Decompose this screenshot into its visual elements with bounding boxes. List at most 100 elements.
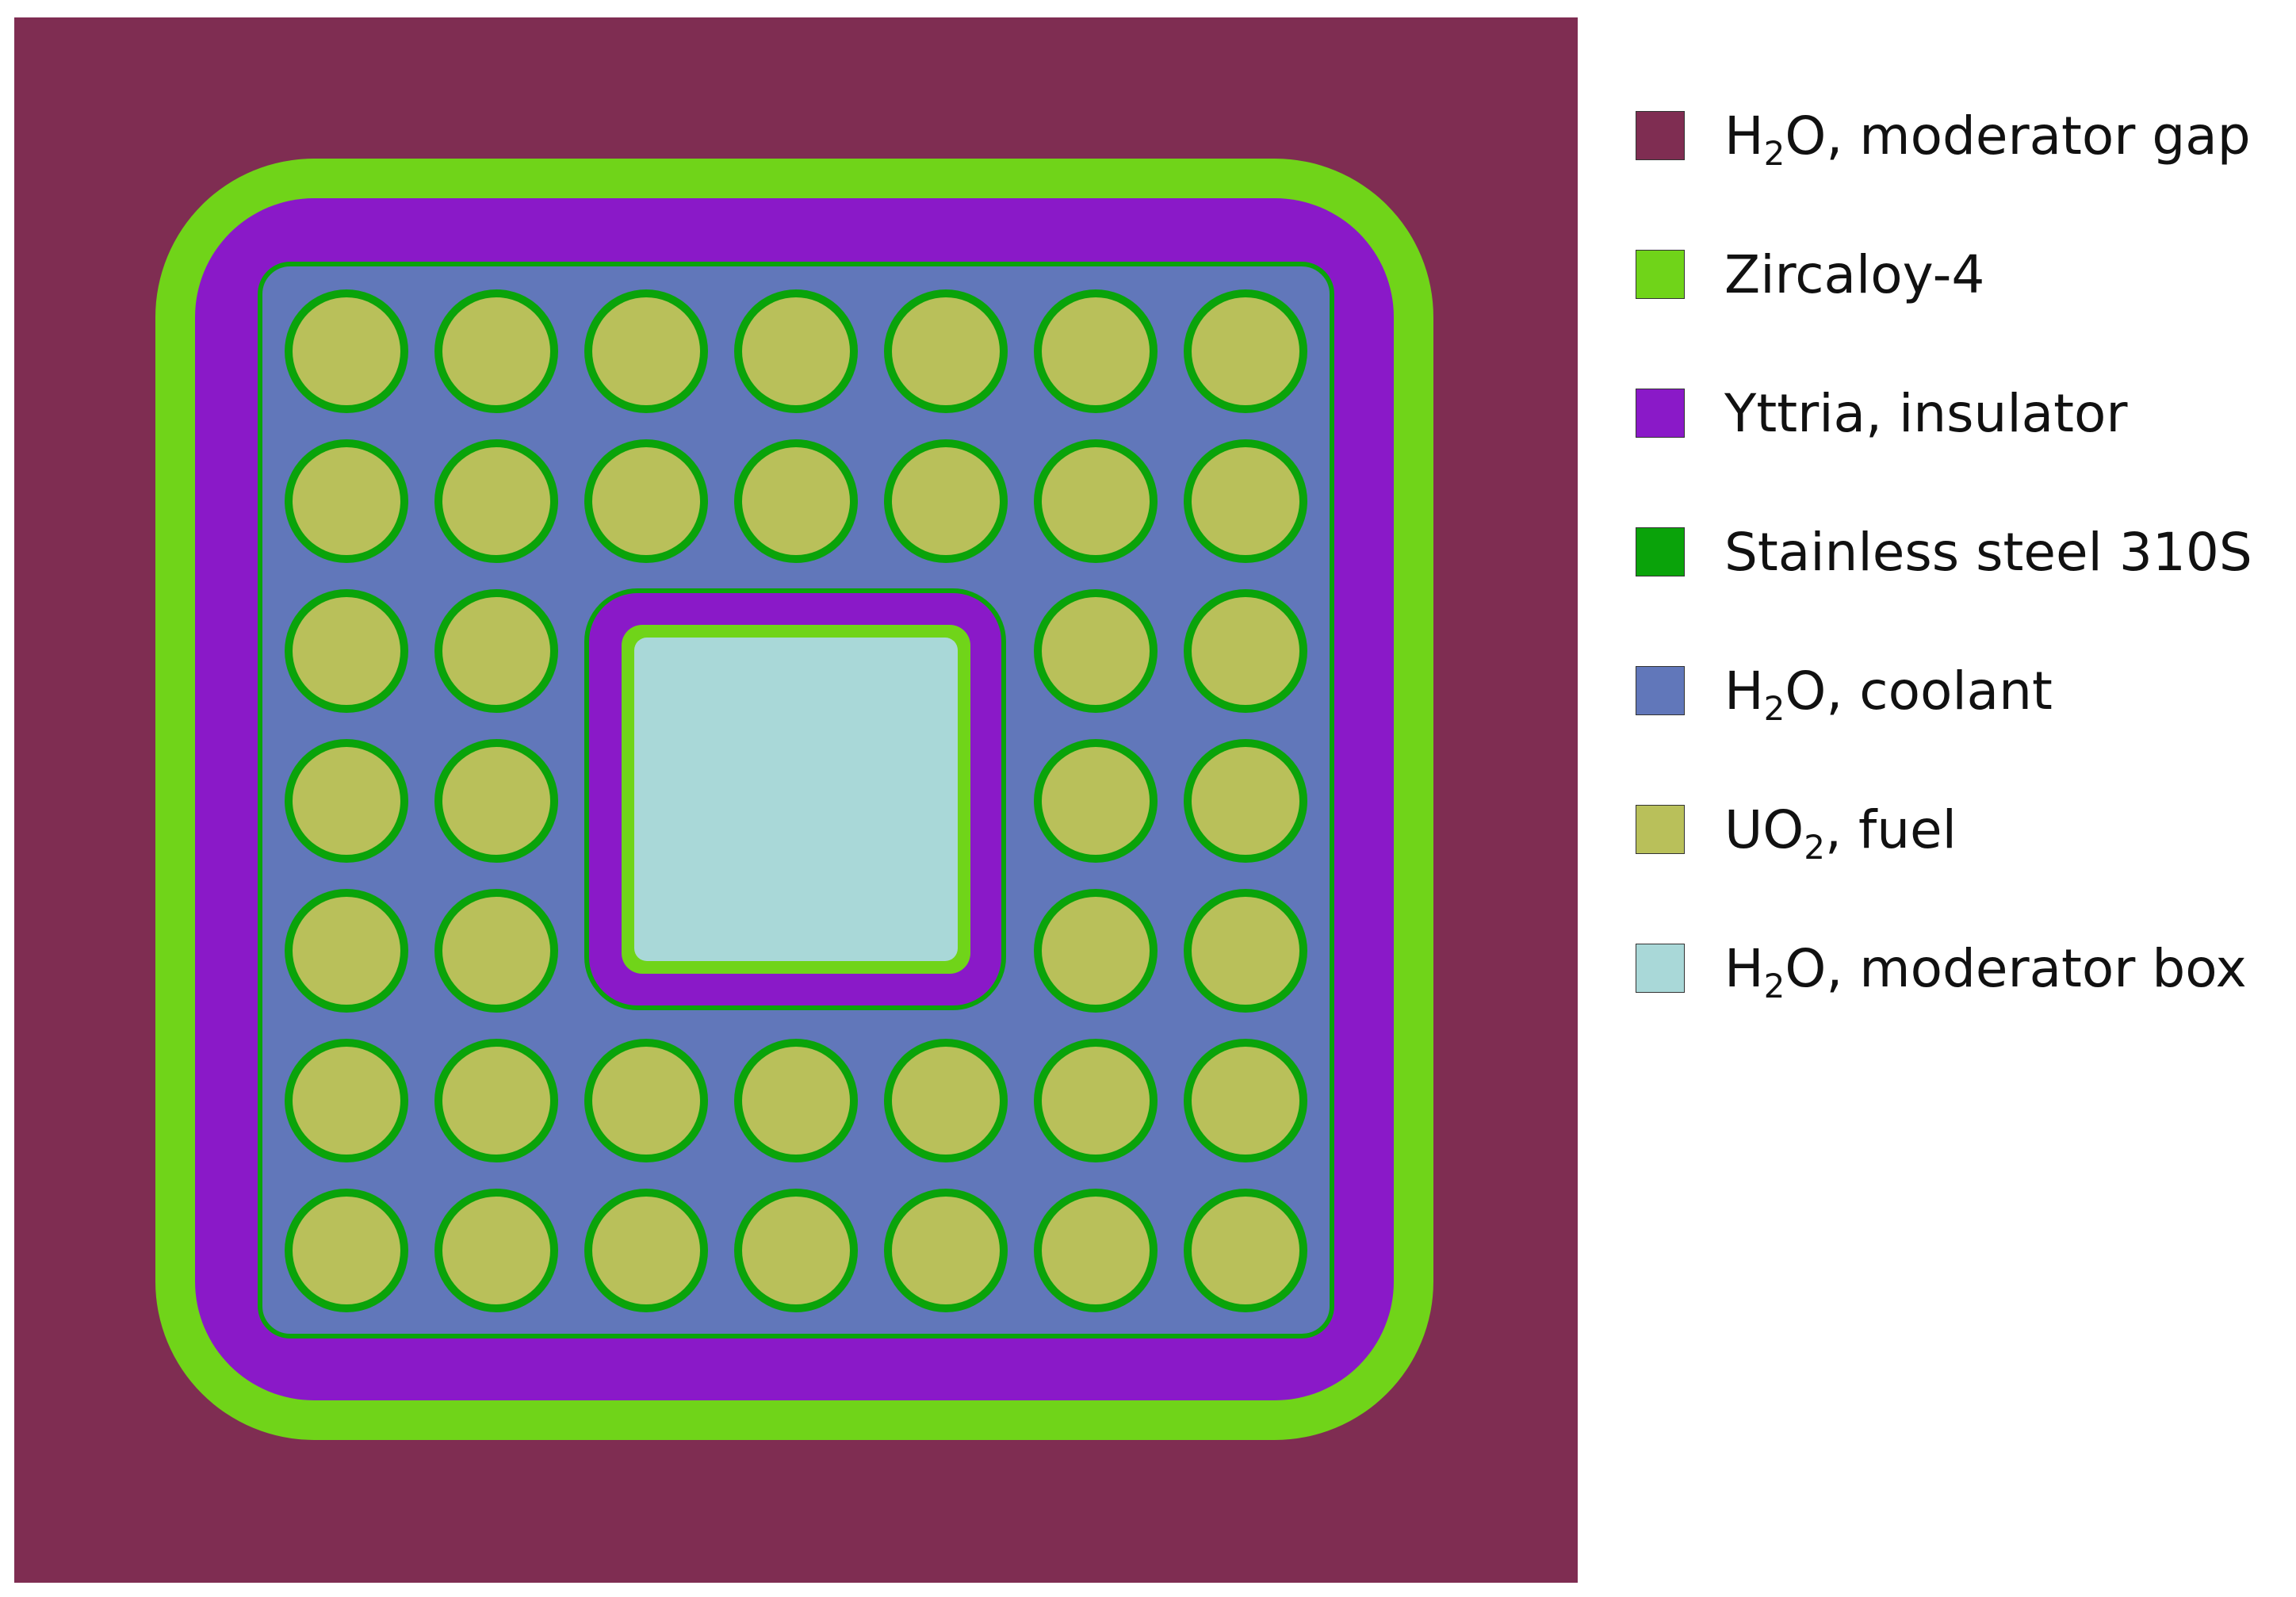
swatch-steel (1636, 527, 1685, 576)
fuel-pin (1184, 589, 1307, 713)
fuel-pellet (293, 447, 400, 555)
fuel-pellet (1192, 447, 1299, 555)
fuel-pellet (1042, 897, 1150, 1005)
fuel-pellet (293, 297, 400, 405)
fuel-pin (1184, 289, 1307, 413)
fuel-pin (584, 289, 708, 413)
fuel-pellet (892, 1197, 1000, 1304)
fuel-pin (434, 889, 558, 1013)
fuel-pin-lattice (285, 289, 1307, 1312)
fuel-pin (734, 1039, 858, 1162)
fuel-pellet (1192, 747, 1299, 855)
fuel-pin (434, 1039, 558, 1162)
legend-label: Stainless steel 310S (1724, 522, 2252, 583)
legend-item-moderator-gap: H2O, moderator gap (1636, 106, 2286, 170)
fuel-pin (1184, 1189, 1307, 1312)
fuel-pellet (1042, 747, 1150, 855)
swatch-zircaloy (1636, 250, 1685, 299)
fuel-pin (1034, 439, 1158, 563)
swatch-yttria (1636, 389, 1685, 438)
legend-label: Zircaloy-4 (1724, 244, 1985, 305)
fuel-pin (584, 1189, 708, 1312)
legend-item-fuel: UO2, fuel (1636, 800, 2286, 864)
fuel-pellet (442, 747, 550, 855)
fuel-pellet (592, 1047, 700, 1155)
fuel-pellet (592, 297, 700, 405)
fuel-pin (434, 589, 558, 713)
fuel-pellet (442, 597, 550, 705)
fuel-pellet (742, 1047, 850, 1155)
fuel-pellet (892, 297, 1000, 405)
fuel-pellet (442, 447, 550, 555)
legend-label: UO2, fuel (1724, 799, 1957, 867)
fuel-pellet (892, 1047, 1000, 1155)
fuel-pin (1034, 589, 1158, 713)
fuel-pin (584, 439, 708, 563)
fuel-pellet (1192, 597, 1299, 705)
fuel-pellet (742, 297, 850, 405)
fuel-pellet (1042, 447, 1150, 555)
fuel-pin (1184, 439, 1307, 563)
fuel-pin (734, 439, 858, 563)
fuel-pin (1034, 889, 1158, 1013)
fuel-pellet (892, 447, 1000, 555)
fuel-pin (285, 1039, 408, 1162)
legend-item-yttria: Yttria, insulator (1636, 384, 2286, 444)
fuel-pin (1184, 739, 1307, 863)
fuel-pin (285, 439, 408, 563)
fuel-pin (434, 1189, 558, 1312)
fuel-pellet (742, 447, 850, 555)
legend-label: H2O, moderator gap (1724, 105, 2251, 173)
fuel-pellet (1192, 1197, 1299, 1304)
legend-label: H2O, moderator box (1724, 938, 2247, 1005)
fuel-pin (1184, 1039, 1307, 1162)
legend-item-steel: Stainless steel 310S (1636, 523, 2286, 583)
fuel-pin (434, 439, 558, 563)
fuel-pin (1034, 739, 1158, 863)
fuel-pin (434, 289, 558, 413)
legend-label: H2O, coolant (1724, 661, 2053, 728)
fuel-pin (734, 1189, 858, 1312)
fuel-pin (884, 1039, 1008, 1162)
fuel-pellet (1042, 597, 1150, 705)
fuel-pin (285, 589, 408, 713)
fuel-pellet (1042, 1197, 1150, 1304)
fuel-pin (734, 289, 858, 413)
fuel-pellet (592, 447, 700, 555)
fuel-pin (884, 289, 1008, 413)
fuel-pin (884, 1189, 1008, 1312)
swatch-moderator-box (1636, 944, 1685, 993)
fuel-pellet (293, 1197, 400, 1304)
fuel-pin (1184, 889, 1307, 1013)
fuel-pellet (293, 597, 400, 705)
fuel-pin (1034, 289, 1158, 413)
fuel-pellet (742, 1197, 850, 1304)
swatch-fuel (1636, 805, 1685, 854)
fuel-pin (285, 889, 408, 1013)
fuel-pellet (442, 1047, 550, 1155)
fuel-pellet (1192, 297, 1299, 405)
fuel-pellet (1042, 297, 1150, 405)
fuel-pin (285, 739, 408, 863)
moderator-box-region (634, 638, 958, 961)
swatch-moderator-gap (1636, 111, 1685, 160)
fuel-pellet (442, 1197, 550, 1304)
fuel-pin (434, 739, 558, 863)
fuel-pin (584, 1039, 708, 1162)
fuel-pin (1034, 1039, 1158, 1162)
fuel-pin (285, 289, 408, 413)
fuel-pellet (442, 897, 550, 1005)
fuel-pellet (1042, 1047, 1150, 1155)
legend-item-zircaloy: Zircaloy-4 (1636, 245, 2286, 305)
legend-label: Yttria, insulator (1724, 383, 2128, 444)
fuel-pin (285, 1189, 408, 1312)
fuel-pellet (293, 897, 400, 1005)
fuel-pellet (1192, 897, 1299, 1005)
swatch-coolant (1636, 666, 1685, 715)
fuel-pellet (592, 1197, 700, 1304)
fuel-pellet (293, 747, 400, 855)
fuel-pellet (1192, 1047, 1299, 1155)
fuel-pellet (293, 1047, 400, 1155)
fuel-pin (1034, 1189, 1158, 1312)
